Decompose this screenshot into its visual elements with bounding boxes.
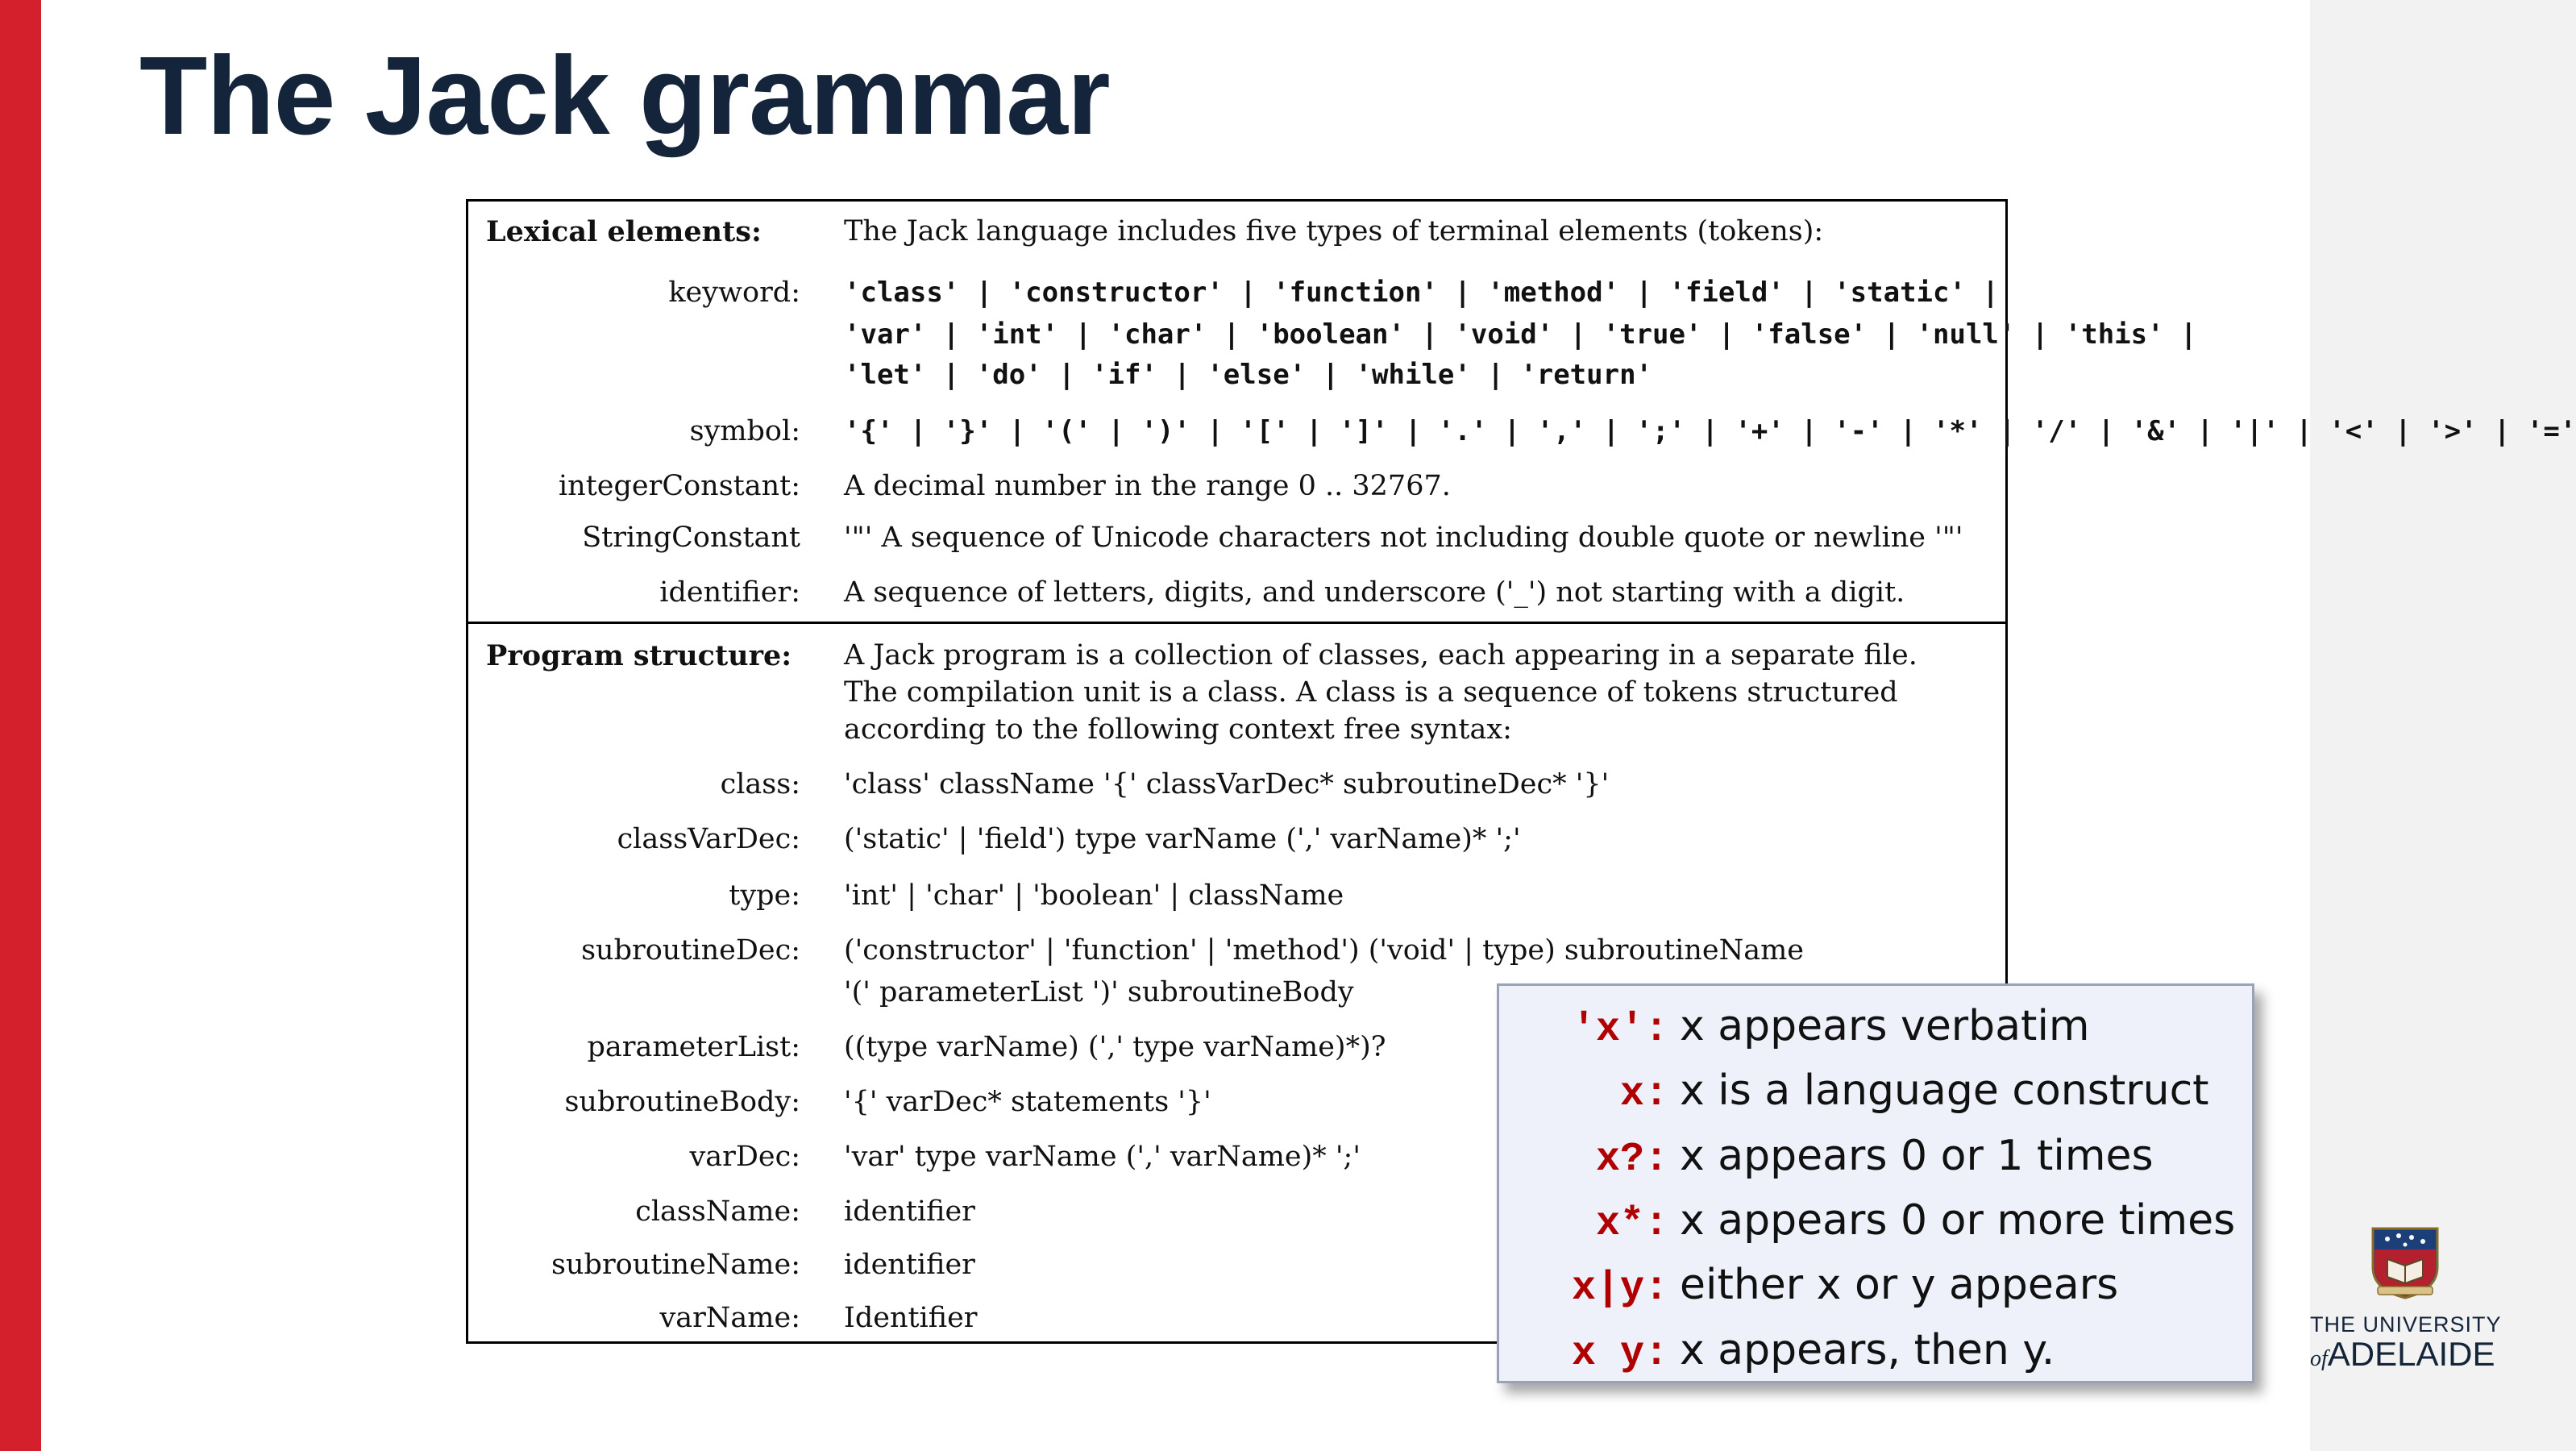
university-logo: THE UNIVERSITY ofADELAIDE <box>2305 1225 2507 1373</box>
logo-name: ADELAIDE <box>2327 1335 2495 1373</box>
legend-row: x?: x appears 0 or 1 times <box>1499 1132 2154 1183</box>
side-panel <box>2310 0 2576 1451</box>
lexical-heading: Lexical elements: <box>486 215 762 248</box>
legend-key: x?: <box>1595 1137 1668 1183</box>
legend-text: x appears verbatim <box>1680 1002 2090 1050</box>
keyword-line-2: 'var' | 'int' | 'char' | 'boolean' | 'vo… <box>844 318 2197 351</box>
subroutinedec-value-1: ('constructor' | 'function' | 'method') … <box>844 934 1805 967</box>
subroutinedec-value-2: '(' parameterList ')' subroutineBody <box>844 976 1354 1008</box>
vardec-label: varDec: <box>689 1141 800 1173</box>
legend-row: 'x': x appears verbatim <box>1499 1002 2090 1053</box>
legend-key: x: <box>1619 1071 1668 1117</box>
classname-label: className: <box>635 1195 800 1228</box>
legend-key: x y: <box>1571 1331 1668 1377</box>
integer-value: A decimal number in the range 0 .. 32767… <box>844 470 1451 502</box>
type-label: type: <box>729 879 800 912</box>
legend-row: x y: x appears, then y. <box>1499 1326 2055 1377</box>
classname-value: identifier <box>844 1195 975 1228</box>
legend-key: 'x': <box>1571 1007 1668 1053</box>
legend-key: x*: <box>1595 1201 1668 1247</box>
subroutinebody-value: '{' varDec* statements '}' <box>844 1086 1211 1118</box>
keyword-line-1: 'class' | 'constructor' | 'function' | '… <box>844 276 1999 309</box>
class-value: 'class' className '{' classVarDec* subro… <box>844 768 1610 800</box>
legend-text: x is a language construct <box>1680 1066 2209 1115</box>
slide-title: The Jack grammar <box>139 34 1111 158</box>
logo-of: of <box>2310 1346 2328 1371</box>
program-intro-2: The compilation unit is a class. A class… <box>844 676 1898 709</box>
lexical-intro: The Jack language includes five types of… <box>844 215 1824 247</box>
legend-text: either x or y appears <box>1680 1261 2119 1309</box>
integer-label: integerConstant: <box>558 470 800 502</box>
subroutinename-label: subroutineName: <box>551 1249 800 1281</box>
class-label: class: <box>720 768 800 800</box>
keyword-line-3: 'let' | 'do' | 'if' | 'else' | 'while' |… <box>844 359 1653 391</box>
program-intro-3: according to the following context free … <box>844 713 1512 746</box>
subroutinename-value: identifier <box>844 1249 975 1281</box>
accent-bar <box>0 0 41 1451</box>
varname-label: varName: <box>659 1302 800 1334</box>
classvardec-value: ('static' | 'field') type varName (',' v… <box>844 823 1521 855</box>
legend-text: x appears 0 or 1 times <box>1680 1132 2154 1180</box>
legend-row: x*: x appears 0 or more times <box>1499 1196 2236 1247</box>
section-divider <box>468 622 2005 624</box>
program-heading: Program structure: <box>486 639 792 672</box>
subroutinedec-label: subroutineDec: <box>581 934 800 967</box>
string-value: '"' A sequence of Unicode characters not… <box>844 522 1963 554</box>
notation-legend: 'x': x appears verbatim x: x is a language… <box>1497 983 2254 1383</box>
legend-row: x: x is a language construct <box>1499 1066 2209 1117</box>
logo-line-2: ofADELAIDE <box>2310 1335 2495 1374</box>
identifier-value: A sequence of letters, digits, and under… <box>844 576 1905 609</box>
vardec-value: 'var' type varName (',' varName)* ';' <box>844 1141 1361 1173</box>
identifier-label: identifier: <box>659 576 800 609</box>
parameterlist-value: ((type varName) (',' type varName)*)? <box>844 1031 1386 1063</box>
string-label: StringConstant <box>582 522 800 554</box>
symbol-value: '{' | '}' | '(' | ')' | '[' | ']' | '.' … <box>844 415 2576 447</box>
legend-row: x|y: either x or y appears <box>1499 1261 2119 1312</box>
subroutinebody-label: subroutineBody: <box>564 1086 800 1118</box>
keyword-label: keyword: <box>668 276 800 309</box>
parameterlist-label: parameterList: <box>587 1031 800 1063</box>
legend-text: x appears 0 or more times <box>1680 1196 2236 1245</box>
logo-line-1: THE UNIVERSITY <box>2310 1312 2502 1337</box>
legend-key: x|y: <box>1571 1266 1668 1312</box>
legend-text: x appears, then y. <box>1680 1326 2055 1374</box>
crest-icon <box>2371 1227 2439 1299</box>
varname-value: Identifier <box>844 1302 978 1334</box>
classvardec-label: classVarDec: <box>617 823 800 855</box>
program-intro-1: A Jack program is a collection of classe… <box>844 639 1917 671</box>
type-value: 'int' | 'char' | 'boolean' | className <box>844 879 1344 912</box>
grammar-table: Lexical elements: The Jack language incl… <box>466 199 2576 1344</box>
symbol-label: symbol: <box>689 415 800 447</box>
